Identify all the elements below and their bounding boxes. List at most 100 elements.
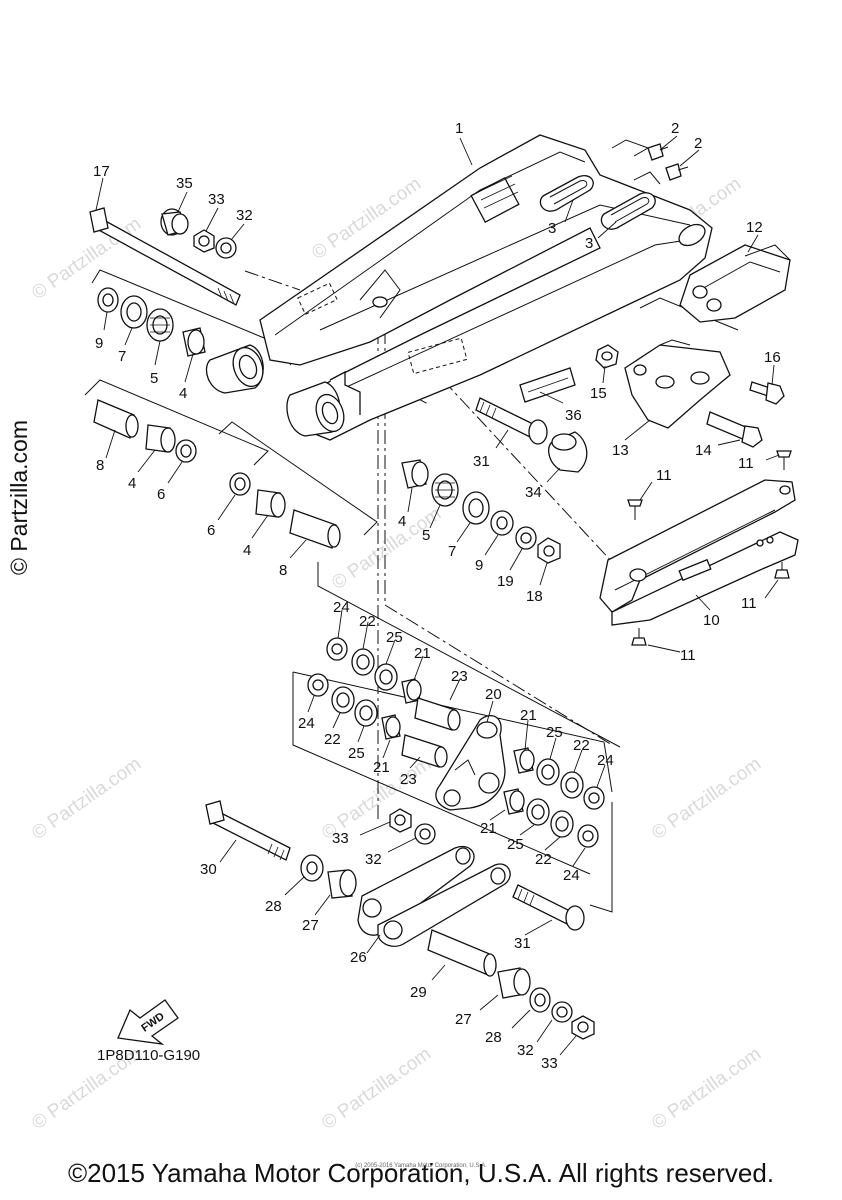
callout-2: 2 [694, 135, 702, 152]
callout-11: 11 [741, 595, 757, 612]
callout-6: 6 [157, 486, 165, 503]
collar-27 [497, 967, 531, 999]
copyright-notice: ©2015 Yamaha Motor Corporation, U.S.A. A… [67, 1158, 775, 1188]
chain-support-10 [599, 479, 799, 626]
washer-25 [536, 758, 560, 786]
collar-8 [93, 399, 139, 439]
callout-31: 31 [514, 935, 531, 952]
callout-13: 13 [612, 442, 629, 459]
washer-6 [229, 472, 251, 496]
callout-3: 3 [548, 220, 556, 237]
washer-28 [300, 854, 324, 882]
bolt-31 [512, 884, 585, 931]
watermark: © Partzilla.com [328, 503, 445, 594]
callout-8: 8 [96, 457, 104, 474]
bolt-14 [706, 411, 763, 448]
collar-35 [160, 208, 189, 236]
callout-7: 7 [118, 348, 126, 365]
nut-33 [571, 1015, 595, 1040]
screw-11 [627, 450, 792, 646]
callout-32: 32 [365, 851, 382, 868]
side-watermark: © Partzilla.com [6, 420, 32, 575]
callout-4: 4 [179, 385, 187, 402]
watermark: © Partzilla.com [648, 1043, 765, 1134]
bearing-4 [255, 489, 286, 518]
bolt-30 [205, 800, 291, 861]
watermark: © Partzilla.com [318, 1043, 435, 1134]
callout-33: 33 [332, 830, 349, 847]
chain-guide-bracket-13 [624, 339, 731, 429]
collar-24 [577, 824, 599, 848]
nut-33 [389, 808, 412, 833]
callout-22: 22 [359, 613, 376, 630]
callout-22: 22 [573, 737, 590, 754]
callout-1: 1 [455, 120, 463, 137]
callout-12: 12 [746, 219, 763, 236]
collar-29 [427, 929, 497, 977]
bearing-5 [431, 473, 459, 507]
washer-25 [354, 699, 378, 727]
callout-9: 9 [475, 557, 483, 574]
screw-2 [647, 143, 689, 181]
callout-23: 23 [451, 668, 468, 685]
bearing-5 [146, 308, 174, 342]
callout-24: 24 [597, 752, 614, 769]
nut-33 [193, 229, 215, 253]
washer-6 [175, 439, 197, 463]
callout-2: 2 [671, 120, 679, 137]
callout-24: 24 [563, 867, 580, 884]
callout-32: 32 [517, 1042, 534, 1059]
callout-25: 25 [348, 745, 365, 762]
watermark: © Partzilla.com [648, 753, 765, 844]
callout-4: 4 [243, 542, 251, 559]
callout-18: 18 [526, 588, 543, 605]
callout-33: 33 [208, 191, 225, 208]
flange-nut-15 [595, 344, 619, 369]
callout-26: 26 [350, 949, 367, 966]
cap-34 [548, 431, 588, 473]
callout-6: 6 [207, 522, 215, 539]
bolt-31 [475, 397, 548, 445]
bearing-21 [503, 788, 525, 815]
callout-5: 5 [150, 370, 158, 387]
callout-17: 17 [93, 163, 110, 180]
collar-24 [583, 786, 605, 810]
washer-28 [529, 987, 551, 1013]
callout-14: 14 [695, 442, 712, 459]
bearing-21 [401, 678, 422, 704]
washer-25 [526, 798, 550, 826]
collar-24 [307, 673, 329, 697]
callout-11: 11 [656, 467, 672, 484]
callout-21: 21 [520, 707, 537, 724]
callout-20: 20 [485, 686, 502, 703]
oil-seal-22 [331, 686, 355, 714]
callout-labels: 1 2 2 3 3 4 4 4 4 5 5 6 6 7 7 8 8 9 9 10… [93, 120, 781, 1072]
callout-10: 10 [703, 612, 720, 629]
bearing-21 [513, 747, 535, 774]
pivot-shaft-17 [89, 207, 241, 306]
watermark: © Partzilla.com [28, 753, 145, 844]
washer-19 [515, 526, 537, 550]
chain-guide-12 [679, 244, 791, 323]
washer-25 [374, 663, 398, 691]
nut-18 [537, 537, 561, 564]
chain-puller-3 [539, 175, 656, 230]
callout-24: 24 [298, 715, 315, 732]
callout-11: 11 [738, 455, 754, 472]
callout-25: 25 [546, 724, 563, 741]
callout-3: 3 [585, 235, 593, 252]
callout-28: 28 [485, 1029, 502, 1046]
callout-22: 22 [324, 731, 341, 748]
washer-32 [414, 823, 436, 845]
oil-seal-7 [462, 491, 490, 525]
callout-4: 4 [398, 513, 406, 530]
callout-28: 28 [265, 898, 282, 915]
bearing-21 [381, 714, 401, 740]
callout-23: 23 [400, 771, 417, 788]
callout-9: 9 [95, 335, 103, 352]
tiny-credit: (c) 2005-2016 Yamaha Motor Corporation, … [355, 1163, 487, 1169]
fwd-arrow-icon: FWD [117, 999, 179, 1045]
collar-23 [414, 697, 461, 731]
watermark: © Partzilla.com [28, 213, 145, 304]
diagram-code: 1P8D110-G190 [97, 1047, 201, 1064]
